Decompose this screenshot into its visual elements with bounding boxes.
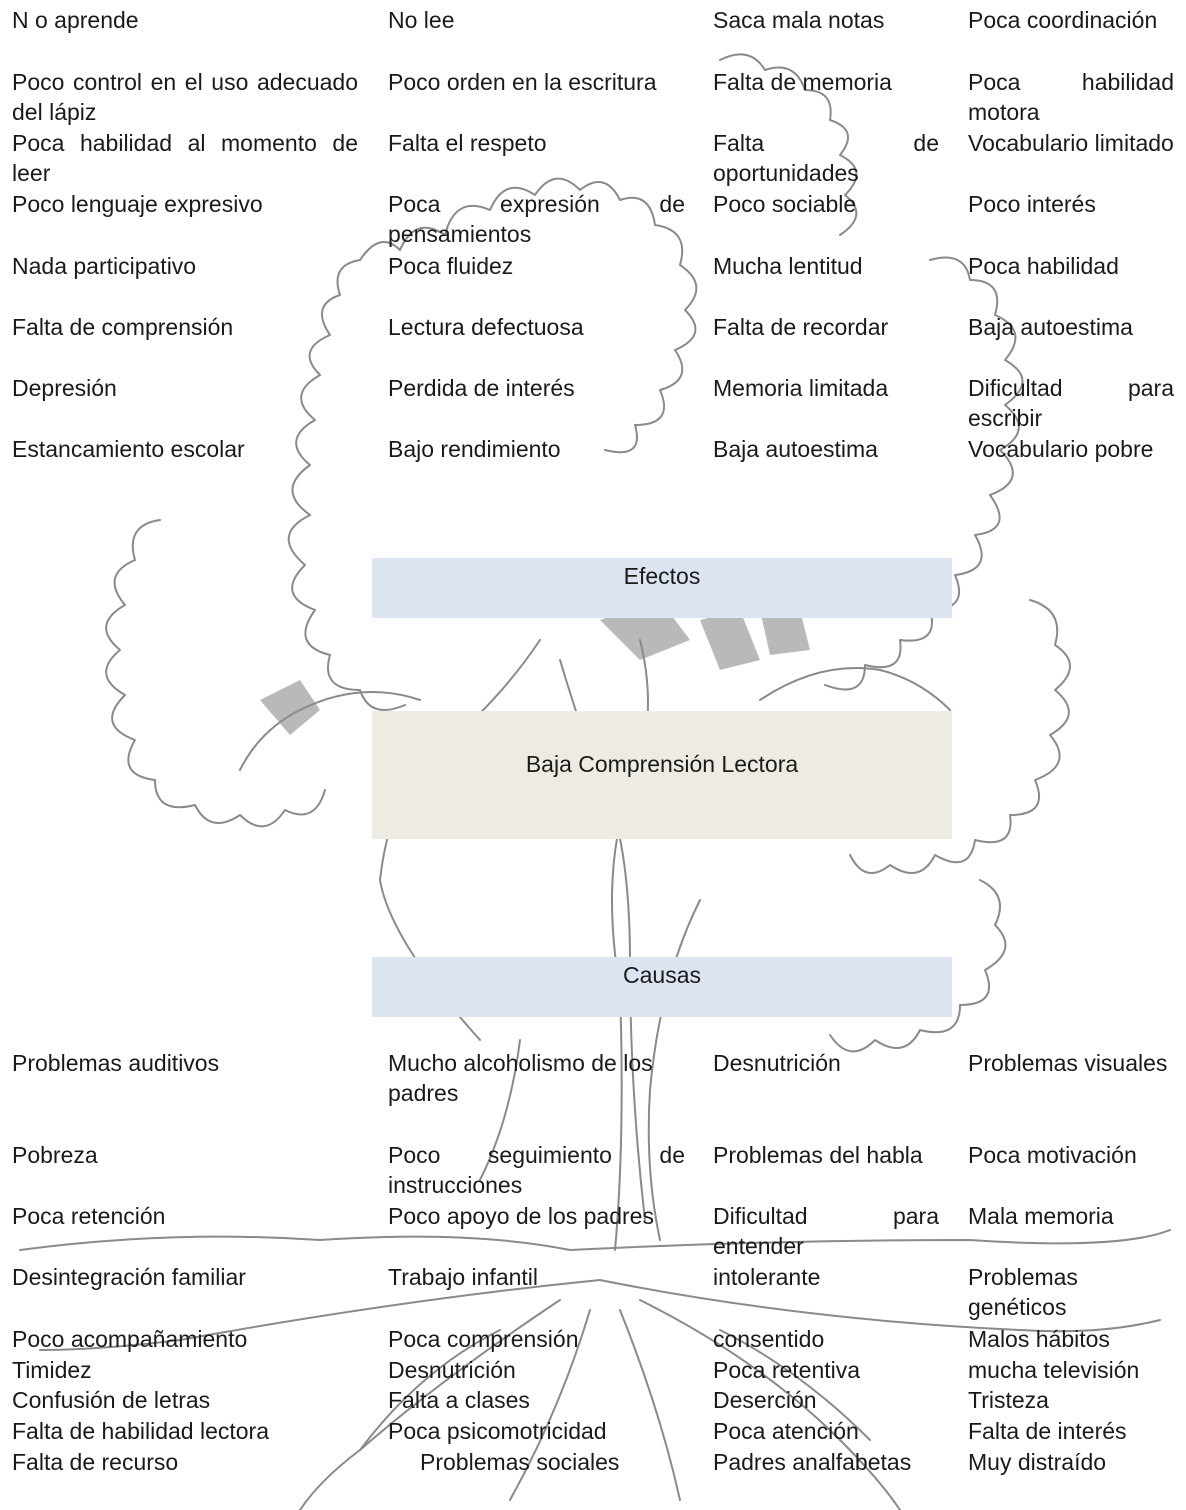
cause-item: Tristeza xyxy=(968,1387,1049,1413)
effect-item: Falta de oportunidades xyxy=(713,130,939,186)
effect-item: Falta de memoria xyxy=(713,69,892,95)
effect-item: Vocabulario pobre xyxy=(968,436,1154,462)
effect-item: Poca habilidad al momento de leer xyxy=(12,130,358,186)
effect-item: Poco interés xyxy=(968,191,1096,217)
cause-item: Poco acompañamiento xyxy=(12,1326,248,1352)
cause-item: Falta a clases xyxy=(388,1387,530,1413)
cause-item: Problemas auditivos xyxy=(12,1050,220,1076)
effect-item: Poca fluidez xyxy=(388,253,514,279)
effect-item: Poco sociable xyxy=(713,191,857,217)
cause-item: Padres analfabetas xyxy=(713,1449,912,1475)
effect-item: Poca expresión de pensamientos xyxy=(388,191,685,247)
cause-item: Falta de recurso xyxy=(12,1449,179,1475)
effect-item: Memoria limitada xyxy=(713,375,889,401)
effect-item: Bajo rendimiento xyxy=(388,436,561,462)
cause-item: Falta de interés xyxy=(968,1418,1127,1444)
cause-item: Mala memoria xyxy=(968,1203,1114,1229)
cause-item: Trabajo infantil xyxy=(388,1264,539,1290)
effect-item: Poco orden en la escritura xyxy=(388,69,657,95)
effect-item: N o aprende xyxy=(12,7,139,33)
cause-item: Poco seguimiento de instrucciones xyxy=(388,1142,685,1198)
cause-item: Problemas visuales xyxy=(968,1050,1168,1076)
cause-item: Pobreza xyxy=(12,1142,98,1168)
cause-item: Confusión de letras xyxy=(12,1387,211,1413)
effect-item: Baja autoestima xyxy=(968,314,1133,340)
effect-item: Mucha lentitud xyxy=(713,253,863,279)
cause-item: Desnutrición xyxy=(713,1050,841,1076)
cause-item: consentido xyxy=(713,1326,825,1352)
cause-item: Problemas sociales xyxy=(420,1449,620,1475)
cause-item: mucha televisión xyxy=(968,1357,1140,1383)
cause-item: Poca motivación xyxy=(968,1142,1137,1168)
causes-heading: Causas xyxy=(623,962,701,988)
problem-label: Baja Comprensión Lectora xyxy=(525,751,799,777)
effect-item: Vocabulario limitado xyxy=(968,130,1174,156)
cause-item: Poca retención xyxy=(12,1203,166,1229)
cause-item: Poca psicomotricidad xyxy=(388,1418,607,1444)
cause-item: intolerante xyxy=(713,1264,821,1290)
effect-item: Falta de comprensión xyxy=(12,314,234,340)
cause-item: Poca retentiva xyxy=(713,1357,861,1383)
cause-item: Timidez xyxy=(12,1357,92,1383)
cause-item: Muy distraído xyxy=(968,1449,1107,1475)
effect-item: Dificultad para escribir xyxy=(968,375,1174,431)
canopy-outline xyxy=(359,177,698,454)
effect-item: Nada participativo xyxy=(12,253,197,279)
effect-item: Baja autoestima xyxy=(713,436,878,462)
cause-item: Deserción xyxy=(713,1387,817,1413)
effect-item: Falta de recordar xyxy=(713,314,889,340)
effect-item: Saca mala notas xyxy=(713,7,885,33)
effects-heading-box: Efectos xyxy=(372,558,952,618)
effect-item: Poco lenguaje expresivo xyxy=(12,191,263,217)
effect-item: No lee xyxy=(388,7,455,33)
effect-item: Poca coordinación xyxy=(968,7,1158,33)
effect-item: Poca habilidad xyxy=(968,253,1119,279)
effect-item: Poca habilidad motora xyxy=(968,69,1174,125)
problem-box: Baja Comprensión Lectora xyxy=(372,711,952,839)
effect-item: Perdida de interés xyxy=(388,375,575,401)
cause-item: Poco apoyo de los padres xyxy=(388,1203,654,1229)
causes-heading-box: Causas xyxy=(372,957,952,1017)
effect-item: Estancamiento escolar xyxy=(12,436,245,462)
cause-item: Malos hábitos xyxy=(968,1326,1110,1352)
cause-item: Desintegración familiar xyxy=(12,1264,246,1290)
effect-item: Depresión xyxy=(12,375,117,401)
cause-item: Dificultad para entender xyxy=(713,1203,939,1259)
cause-item: Mucho alcoholismo de los padres xyxy=(388,1050,653,1106)
effect-item: Falta el respeto xyxy=(388,130,547,156)
cause-item: Problemas genéticos xyxy=(968,1264,1078,1320)
cause-item: Desnutrición xyxy=(388,1357,516,1383)
cause-item: Poca comprensión xyxy=(388,1326,579,1352)
roots xyxy=(39,1279,601,1351)
cause-item: Poca atención xyxy=(713,1418,859,1444)
ground-line xyxy=(19,1229,1171,1251)
effect-item: Lectura defectuosa xyxy=(388,314,584,340)
cause-item: Falta de habilidad lectora xyxy=(12,1418,269,1444)
cause-item: Problemas del habla xyxy=(713,1142,923,1168)
effect-item: Poco control en el uso adecuado del lápi… xyxy=(12,69,358,125)
effects-heading: Efectos xyxy=(623,563,701,589)
